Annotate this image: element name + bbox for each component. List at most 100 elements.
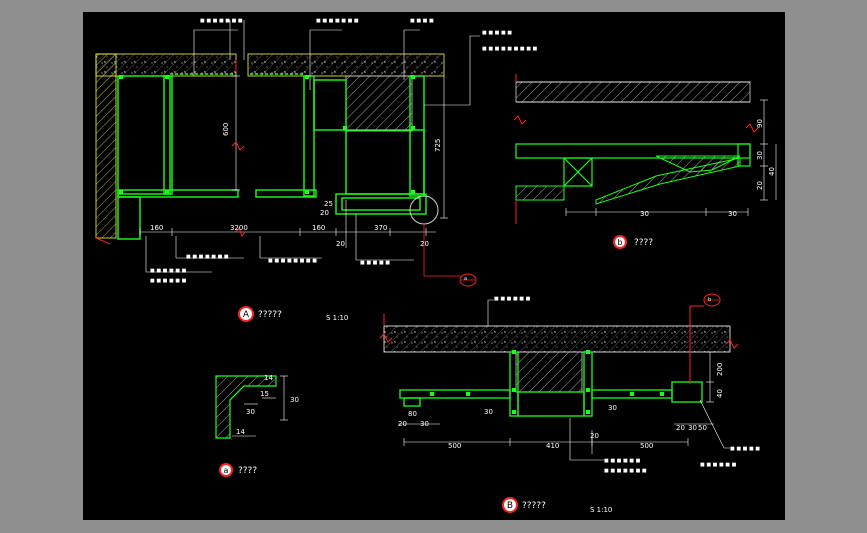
frame-left	[117, 75, 171, 195]
dim-a-s1: 20	[320, 209, 329, 217]
frame-left-post	[163, 75, 173, 195]
slab-b	[515, 81, 751, 103]
dim-B-v2: 40	[716, 389, 724, 398]
dim-a-h4: 370	[374, 224, 387, 232]
b-base-left	[515, 185, 565, 201]
dim-B-s6: 30	[608, 404, 617, 412]
B-end-box	[671, 381, 703, 403]
B-title: ?????	[522, 501, 546, 511]
dim-a2-v2: 30	[246, 408, 255, 416]
note-a1: ■ ■ ■ ■ ■ ■ ■	[200, 18, 243, 24]
a-title: ????	[238, 466, 257, 476]
callout-a-ref: a	[464, 276, 467, 282]
dim-B-h2: 410	[546, 442, 559, 450]
dim-b-d1: 30	[640, 210, 649, 218]
detail-b	[513, 74, 777, 249]
note-a4: ■ ■ ■ ■ ■ ■ ■	[186, 254, 229, 260]
dim-a-s2: 25	[324, 200, 333, 208]
dim-a-s4: 20	[420, 240, 429, 248]
dim-b-v3: 20	[756, 181, 764, 190]
callout-a-bubble	[459, 273, 477, 287]
note-bb4: ■ ■ ■ ■ ■	[730, 446, 760, 452]
dim-B-s5: 20	[590, 432, 599, 440]
dim-a-s3: 20	[336, 240, 345, 248]
frame-bottom-left	[117, 189, 239, 198]
dim-b-d2: 30	[728, 210, 737, 218]
frame-leg-left	[117, 196, 141, 240]
note-a5: ■ ■ ■ ■ ■ ■ ■ ■	[268, 258, 317, 264]
frame-bottom-inner	[341, 197, 421, 211]
note-bb1: ■ ■ ■ ■ ■ ■	[494, 296, 531, 302]
note-bb3: ■ ■ ■ ■ ■ ■ ■	[604, 468, 647, 474]
beam-B	[515, 351, 583, 393]
detail-A	[95, 20, 480, 287]
b-block	[563, 157, 593, 187]
frame-right-box	[313, 79, 347, 131]
note-bb5: ■ ■ ■ ■ ■ ■	[700, 462, 737, 468]
joint-markers	[119, 75, 415, 194]
a-corner-profile	[215, 375, 277, 439]
note-a6: ■ ■ ■ ■ ■ ■	[150, 268, 187, 274]
B-center-box	[517, 391, 585, 417]
B-small-left	[403, 397, 421, 407]
a-tag-letter: a	[224, 466, 229, 475]
note-a3: ■ ■ ■ ■	[410, 18, 434, 24]
dim-B-h3: 500	[640, 442, 653, 450]
B-scale: S 1:10	[590, 506, 612, 514]
title-A: A ????? S 1:10	[238, 306, 348, 322]
callout-b-ref: b	[708, 297, 711, 303]
B-post-right	[583, 351, 593, 417]
dim-a-v1: 600	[222, 123, 230, 136]
left-wall	[95, 53, 117, 239]
frame-far-right	[409, 75, 425, 197]
detail-a	[215, 375, 288, 477]
dim-a2-h1: 14	[236, 428, 245, 436]
dim-a2-v1: 30	[290, 396, 299, 404]
dim-b-v2: 30	[756, 151, 764, 160]
dim-B-s3: 80	[408, 410, 417, 418]
dim-B-s4: 30	[484, 408, 493, 416]
detail-a-texts: 14 15 30 30 14 a ????	[224, 374, 299, 476]
note-b2: ■ ■ ■ ■ ■ ■ ■ ■ ■	[482, 46, 538, 52]
detail-b-texts: 30 30 90 30 20 40 b ????	[617, 119, 776, 248]
dim-a-h1: 160	[150, 224, 163, 232]
b-end-cap	[737, 143, 751, 167]
ceiling-hatch-left	[96, 54, 236, 76]
dim-a-v2: 725	[434, 139, 442, 152]
note-bb2: ■ ■ ■ ■ ■ ■	[604, 458, 641, 464]
note-b1: ■ ■ ■ ■ ■	[482, 30, 512, 36]
A-title: ?????	[258, 310, 282, 320]
A-scale: S 1:10	[326, 314, 348, 322]
callout-b-bubble	[703, 293, 721, 307]
dim-a2-h2: 15	[260, 390, 269, 398]
dim-b-v4: 40	[768, 167, 776, 176]
frame-right-post	[303, 75, 315, 197]
frame-bottom-mid	[255, 189, 317, 198]
dim-B-v1: 200	[716, 363, 724, 376]
B-ledge-left	[399, 389, 511, 399]
dim-b-v1: 90	[756, 119, 764, 128]
b-tag-letter: b	[617, 238, 622, 247]
b-title: ????	[634, 238, 653, 248]
note-a8: ■ ■ ■ ■ ■	[360, 260, 390, 266]
right-column	[345, 75, 413, 132]
note-a2: ■ ■ ■ ■ ■ ■ ■	[316, 18, 359, 24]
dim-B-s1: 20	[398, 420, 407, 428]
break-marks	[95, 60, 246, 245]
A-tag-letter: A	[243, 310, 250, 320]
dim-a-h3: 160	[312, 224, 325, 232]
B-tag-letter: B	[507, 501, 513, 511]
dim-a2-v3: 14	[264, 374, 273, 382]
frame-bottom-box	[335, 193, 427, 215]
dim-B-h1: 500	[448, 442, 461, 450]
frame-right-lower	[345, 129, 425, 195]
dim-B-s8: 30	[688, 424, 697, 432]
detail-B	[379, 293, 739, 513]
dim-B-s9: 50	[698, 424, 707, 432]
detail-B-texts: ■ ■ ■ ■ ■ ■ ■ ■ ■ ■ ■ ■ ■ ■ ■ ■ ■ ■ ■ ■ …	[398, 296, 760, 514]
note-a7: ■ ■ ■ ■ ■ ■	[150, 278, 187, 284]
dim-a-h2: 3200	[230, 224, 248, 232]
dim-B-s7: 20	[676, 424, 685, 432]
